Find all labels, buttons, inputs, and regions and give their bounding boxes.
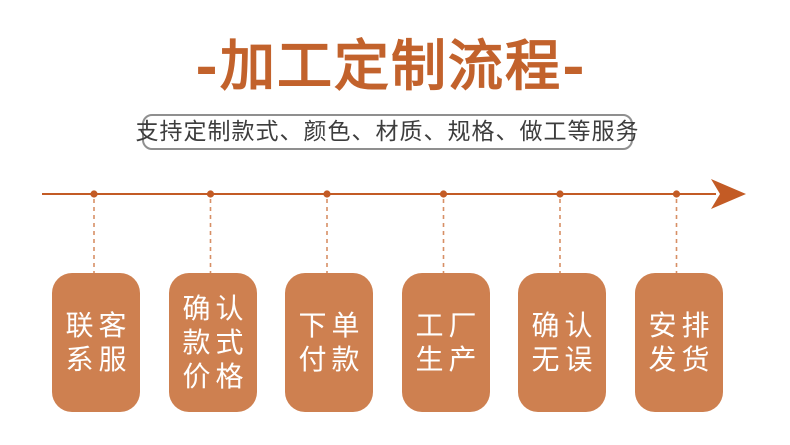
subtitle-box: 支持定制款式、颜色、材质、规格、做工等服务 (136, 114, 639, 150)
subtitle-text: 支持定制款式、颜色、材质、规格、做工等服务 (135, 118, 640, 145)
step-label-line: 联客 (65, 308, 132, 342)
step-label-line: 工厂 (415, 308, 482, 342)
step-label-line: 发货 (648, 342, 715, 376)
step-label-line: 生产 (415, 342, 482, 376)
step-label-line: 款式 (182, 325, 249, 359)
step-label-line: 无误 (531, 342, 598, 376)
step-label-line: 系服 (65, 342, 132, 376)
timeline-node-dot (439, 190, 448, 198)
step-label-line: 价格 (182, 359, 249, 393)
step-card-factory-production: 工厂 生产 (402, 273, 490, 412)
step-label-line: 确认 (531, 308, 598, 342)
section-title: -加工定制流程- (195, 33, 587, 98)
timeline-node-dot (323, 190, 331, 198)
arrowhead-icon (711, 179, 746, 209)
step-card-arrange-shipping: 安排 发货 (635, 273, 723, 412)
timeline-node-dot (556, 190, 564, 198)
timeline-node-dot (206, 190, 215, 198)
timeline-node-dot (672, 190, 681, 198)
step-card-confirm-style-price: 确认 款式 价格 (169, 273, 257, 412)
step-card-confirm-correct: 确认 无误 (518, 273, 606, 412)
timeline-arrow (42, 179, 746, 273)
timeline-node-dot (90, 190, 98, 198)
step-card-contact-service: 联客 系服 (52, 273, 140, 412)
step-label-line: 安排 (648, 308, 715, 342)
step-label-line: 付款 (298, 342, 365, 376)
step-label-line: 下单 (298, 308, 365, 342)
step-label-line: 确认 (182, 291, 249, 325)
step-card-order-pay: 下单 付款 (285, 273, 373, 412)
